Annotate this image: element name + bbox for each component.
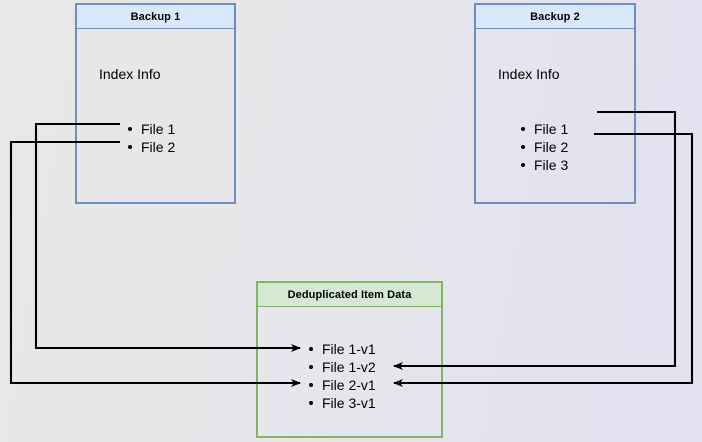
backup2-file-item[interactable]: File 2 <box>518 138 568 156</box>
backup2-title: Backup 2 <box>475 4 635 29</box>
dedup-item[interactable]: File 2-v1 <box>306 376 376 394</box>
backup1-title: Backup 1 <box>76 4 235 29</box>
dedup-body: File 1-v1 File 1-v2 File 2-v1 File 3-v1 <box>257 306 442 437</box>
dedup-title: Deduplicated Item Data <box>257 282 442 307</box>
backup1-index-info-label: Index Info <box>99 66 161 82</box>
backup1-box[interactable]: Backup 1 Index Info File 1 File 2 <box>75 3 236 204</box>
deduplicated-item-data-box[interactable]: Deduplicated Item Data File 1-v1 File 1-… <box>256 281 443 438</box>
backup1-body: Index Info File 1 File 2 <box>76 28 235 203</box>
backup2-file-list: File 1 File 2 File 3 <box>518 120 568 174</box>
backup2-index-info-label: Index Info <box>498 66 560 82</box>
backup2-file-item[interactable]: File 1 <box>518 120 568 138</box>
dedup-item[interactable]: File 3-v1 <box>306 394 376 412</box>
backup2-body: Index Info File 1 File 2 File 3 <box>475 28 635 203</box>
backup2-box[interactable]: Backup 2 Index Info File 1 File 2 File 3 <box>474 3 636 204</box>
backup1-file-item[interactable]: File 2 <box>125 138 175 156</box>
backup2-file-item[interactable]: File 3 <box>518 156 568 174</box>
dedup-item[interactable]: File 1-v2 <box>306 358 376 376</box>
backup1-file-item[interactable]: File 1 <box>125 120 175 138</box>
dedup-item-list: File 1-v1 File 1-v2 File 2-v1 File 3-v1 <box>306 340 376 412</box>
backup1-file-list: File 1 File 2 <box>125 120 175 156</box>
dedup-item[interactable]: File 1-v1 <box>306 340 376 358</box>
